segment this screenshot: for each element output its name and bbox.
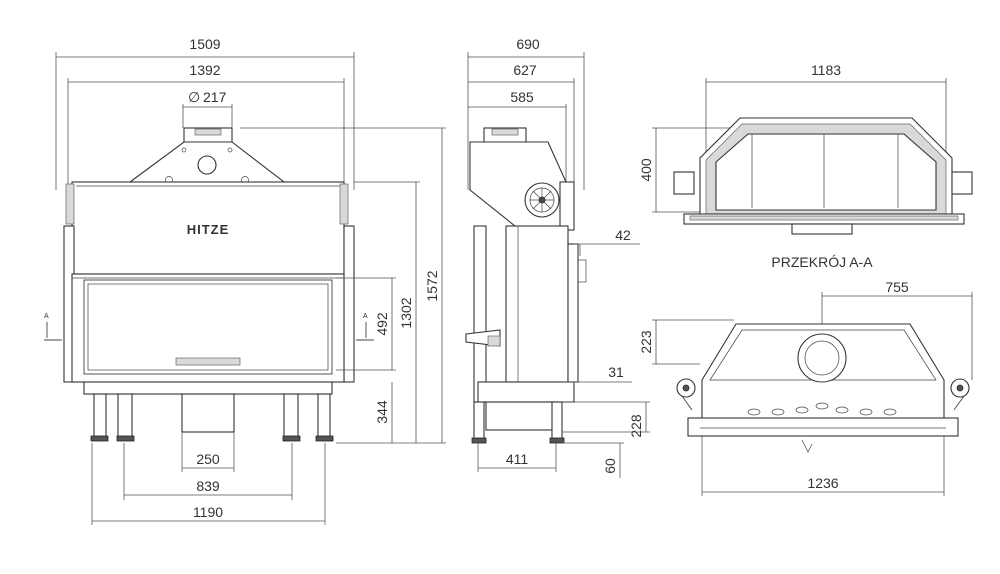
door-frame: [83, 279, 333, 375]
side-view: 690 627 585: [465, 36, 650, 478]
side-dim-690: 690: [467, 36, 585, 190]
firebox-frame: [71, 273, 345, 383]
section-dim-400: 400: [638, 127, 734, 213]
brand-logo: HITZE: [187, 222, 230, 237]
dim-label-1236: 1236: [807, 475, 838, 491]
side-leg-back: [473, 401, 485, 443]
dim-label-1509: 1509: [189, 36, 220, 52]
top-dim-223: 223: [638, 319, 734, 365]
side-front-frame: [567, 243, 579, 383]
front-dim-250: 250: [181, 432, 235, 472]
hood-vent-hole: [197, 155, 217, 175]
section-marker-left: A: [44, 313, 62, 341]
dim-label-1392: 1392: [189, 62, 220, 78]
diameter-icon: ∅: [188, 89, 200, 105]
side-dim-42: 42: [574, 227, 640, 256]
section-marker-label-left: A: [44, 313, 49, 320]
upper-casing: [71, 181, 345, 275]
top-view: 755 223: [638, 279, 973, 496]
dim-label-228: 228: [628, 414, 644, 438]
front-legs: [90, 393, 334, 525]
glass-pane: [87, 283, 329, 371]
front-view: 1509 1392 ∅ 217 HITZE: [44, 36, 446, 525]
dim-label-223: 223: [638, 330, 654, 354]
section-marker-label-right: A: [363, 313, 368, 320]
section-left-vent: [673, 171, 695, 195]
side-dim-585: 585: [468, 89, 567, 190]
dim-label-627: 627: [513, 62, 537, 78]
dim-label-690: 690: [516, 36, 540, 52]
side-ash-box: [485, 401, 555, 431]
dim-label-344: 344: [374, 400, 390, 424]
front-vertical-dims: 1572 1302 492 344: [240, 127, 446, 444]
side-dim-228: 228: [562, 401, 650, 438]
dim-label-42: 42: [615, 227, 631, 243]
side-dim-31: 31: [562, 364, 632, 383]
section-dim-1183: 1183: [705, 62, 947, 160]
top-front-frame: [687, 417, 959, 437]
door-handle: [175, 357, 241, 366]
side-dim-60: 60: [562, 442, 624, 478]
dim-label-585: 585: [510, 89, 534, 105]
section-marker-right: A: [356, 313, 374, 341]
section-grate: [791, 223, 853, 235]
side-rear-plate: [559, 181, 575, 231]
section-view: 1183 400 PRZEKRÓJ A-A: [638, 62, 973, 270]
side-back-panel: [473, 225, 487, 403]
section-firebox: [715, 133, 937, 211]
dim-label-1302: 1302: [398, 297, 414, 328]
dim-label-411: 411: [506, 451, 529, 467]
side-leg-front: [551, 401, 563, 443]
side-dim-627: 627: [468, 62, 575, 190]
dim-label-400: 400: [638, 158, 654, 182]
right-side-panel: [343, 225, 355, 383]
side-base: [477, 381, 575, 403]
front-dim-1392: 1392: [67, 62, 345, 190]
front-dim-839: 839: [124, 478, 292, 496]
front-dim-flue: ∅ 217: [182, 89, 233, 128]
dim-label-1183: 1183: [811, 62, 841, 78]
section-right-vent: [951, 171, 973, 195]
side-dim-411: 411: [477, 443, 557, 472]
top-door-handle: [801, 439, 813, 453]
front-dim-1509: 1509: [55, 36, 355, 190]
top-air-holes: [747, 402, 897, 416]
dim-label-1190: 1190: [193, 504, 223, 520]
ash-drawer: [181, 393, 235, 433]
dim-label-755: 755: [885, 279, 909, 295]
base-plate: [83, 381, 333, 395]
section-title: PRZEKRÓJ A-A: [771, 254, 873, 270]
dim-label-839: 839: [196, 478, 220, 494]
dim-label-492: 492: [374, 312, 390, 336]
flue-collar-inner: [194, 128, 222, 136]
dim-label-1572: 1572: [424, 270, 440, 301]
front-dim-1190: 1190: [92, 504, 325, 522]
dim-label-217: 217: [203, 89, 227, 105]
dim-label-31: 31: [608, 364, 624, 380]
dim-label-60: 60: [602, 458, 618, 474]
top-dim-1236: 1236: [701, 436, 945, 496]
side-body: [505, 225, 569, 383]
dim-label-250: 250: [196, 451, 220, 467]
